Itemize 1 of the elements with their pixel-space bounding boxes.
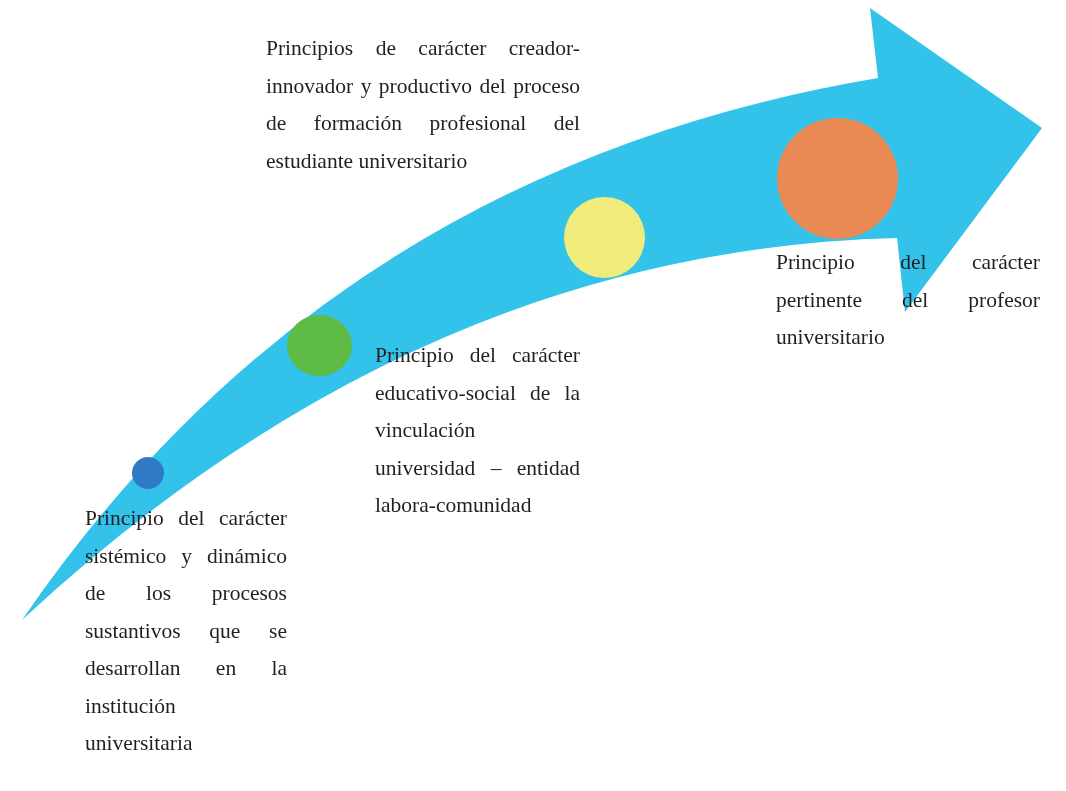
- principle-text: Principios de carácter creador-innovador y productivo del proceso de formación profesional del estudiante universitario: [266, 35, 580, 175]
